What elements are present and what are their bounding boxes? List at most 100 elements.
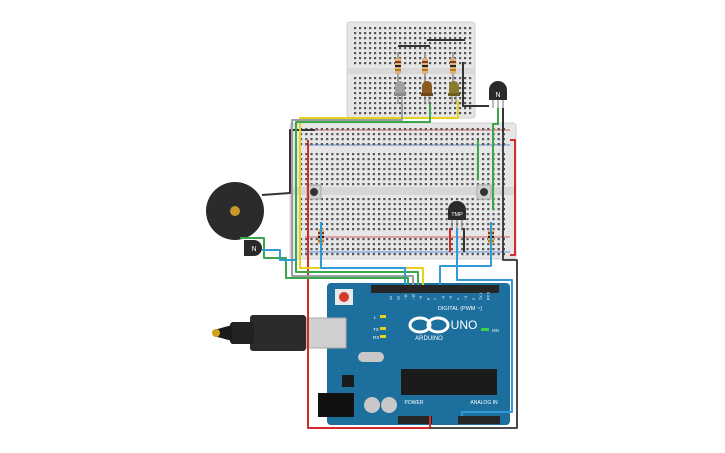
small-breadboard[interactable] <box>346 21 476 119</box>
arduino-uno[interactable]: ARDUINO UNO DIGITAL (PWM ~) POWER ANALOG… <box>318 283 510 425</box>
breadboard-hole <box>404 223 407 226</box>
breadboard-hole <box>354 27 357 30</box>
breadboard-hole <box>346 228 349 231</box>
breadboard-hole <box>430 128 433 131</box>
breadboard-hole <box>352 248 355 251</box>
usb-cable[interactable] <box>212 315 347 351</box>
breadboard-hole <box>482 138 485 141</box>
breadboard-hole <box>440 203 443 206</box>
breadboard-hole <box>320 198 323 201</box>
breadboard-hole <box>409 92 412 95</box>
breadboard-hole <box>409 253 412 256</box>
breadboard-hole <box>497 168 500 171</box>
breadboard-hole <box>388 183 391 186</box>
breadboard-hole <box>384 37 387 40</box>
breadboard-hole <box>404 82 407 85</box>
breadboard-hole <box>305 223 308 226</box>
digital-header-strip[interactable] <box>371 285 499 293</box>
breadboard-hole <box>404 37 407 40</box>
breadboard-hole <box>414 42 417 45</box>
breadboard-hole <box>482 213 485 216</box>
breadboard-hole <box>414 52 417 55</box>
transistor-top[interactable]: N <box>489 81 507 108</box>
breadboard-hole <box>310 218 313 221</box>
breadboard-hole <box>492 248 495 251</box>
breadboard-hole <box>393 138 396 141</box>
breadboard-hole <box>450 178 453 181</box>
resistor-top-3[interactable] <box>450 52 456 82</box>
breadboard-hole <box>398 178 401 181</box>
breadboard-hole <box>404 87 407 90</box>
breadboard-hole <box>364 92 367 95</box>
breadboard-hole <box>461 198 464 201</box>
breadboard-hole <box>424 42 427 45</box>
led-olive[interactable] <box>448 81 460 104</box>
breadboard-hole <box>315 143 318 146</box>
breadboard-hole <box>359 57 362 60</box>
breadboard-hole <box>404 158 407 161</box>
breadboard-hole <box>497 213 500 216</box>
breadboard-hole <box>424 27 427 30</box>
piezo-buzzer[interactable] <box>206 182 264 240</box>
breadboard-hole <box>372 178 375 181</box>
reset-button[interactable] <box>339 292 349 302</box>
breadboard-hole <box>346 143 349 146</box>
breadboard-hole <box>364 102 367 105</box>
pushbutton-left[interactable] <box>306 184 322 200</box>
breadboard-hole <box>383 128 386 131</box>
breadboard-hole <box>430 198 433 201</box>
breadboard-hole <box>469 92 472 95</box>
resistor-top-1[interactable] <box>395 52 401 82</box>
breadboard-hole <box>315 208 318 211</box>
breadboard-hole <box>476 253 479 256</box>
breadboard-hole <box>394 52 397 55</box>
breadboard-hole <box>336 163 339 166</box>
led-gray[interactable] <box>394 81 406 104</box>
breadboard-hole <box>384 27 387 30</box>
main-breadboard[interactable] <box>289 122 517 260</box>
analog-header-strip[interactable] <box>458 416 500 424</box>
breadboard-hole <box>388 213 391 216</box>
breadboard-hole <box>320 183 323 186</box>
breadboard-hole <box>320 218 323 221</box>
breadboard-hole <box>359 92 362 95</box>
breadboard-hole <box>398 223 401 226</box>
breadboard-hole <box>419 52 422 55</box>
breadboard-hole <box>461 158 464 161</box>
breadboard-hole <box>326 253 329 256</box>
breadboard-hole <box>409 163 412 166</box>
breadboard-hole <box>357 163 360 166</box>
breadboard-hole <box>434 82 437 85</box>
power-jack[interactable] <box>318 393 354 417</box>
breadboard-hole <box>378 153 381 156</box>
breadboard-hole <box>409 128 412 131</box>
transistor-left[interactable]: N <box>244 240 262 256</box>
breadboard-hole <box>434 32 437 35</box>
breadboard-hole <box>419 133 422 136</box>
breadboard-hole <box>454 27 457 30</box>
breadboard-hole <box>359 27 362 30</box>
breadboard-hole <box>439 87 442 90</box>
breadboard-hole <box>466 218 469 221</box>
breadboard-hole <box>379 57 382 60</box>
breadboard-hole <box>364 82 367 85</box>
breadboard-hole <box>471 138 474 141</box>
power-header-strip[interactable] <box>398 416 432 424</box>
pushbutton-right[interactable] <box>476 184 492 200</box>
breadboard-hole <box>352 208 355 211</box>
digital-pin-label: ~11 <box>404 294 408 300</box>
breadboard-hole <box>464 52 467 55</box>
breadboard-hole <box>372 168 375 171</box>
breadboard-hole <box>346 153 349 156</box>
temperature-sensor[interactable]: TMP <box>448 201 466 228</box>
resistor-top-2[interactable] <box>422 52 428 82</box>
breadboard-hole <box>461 178 464 181</box>
breadboard-hole <box>352 133 355 136</box>
breadboard-hole <box>383 163 386 166</box>
breadboard-hole <box>419 183 422 186</box>
led-brown[interactable] <box>421 81 433 104</box>
breadboard-hole <box>414 27 417 30</box>
breadboard-hole <box>378 168 381 171</box>
breadboard-hole <box>388 198 391 201</box>
breadboard-hole <box>372 223 375 226</box>
